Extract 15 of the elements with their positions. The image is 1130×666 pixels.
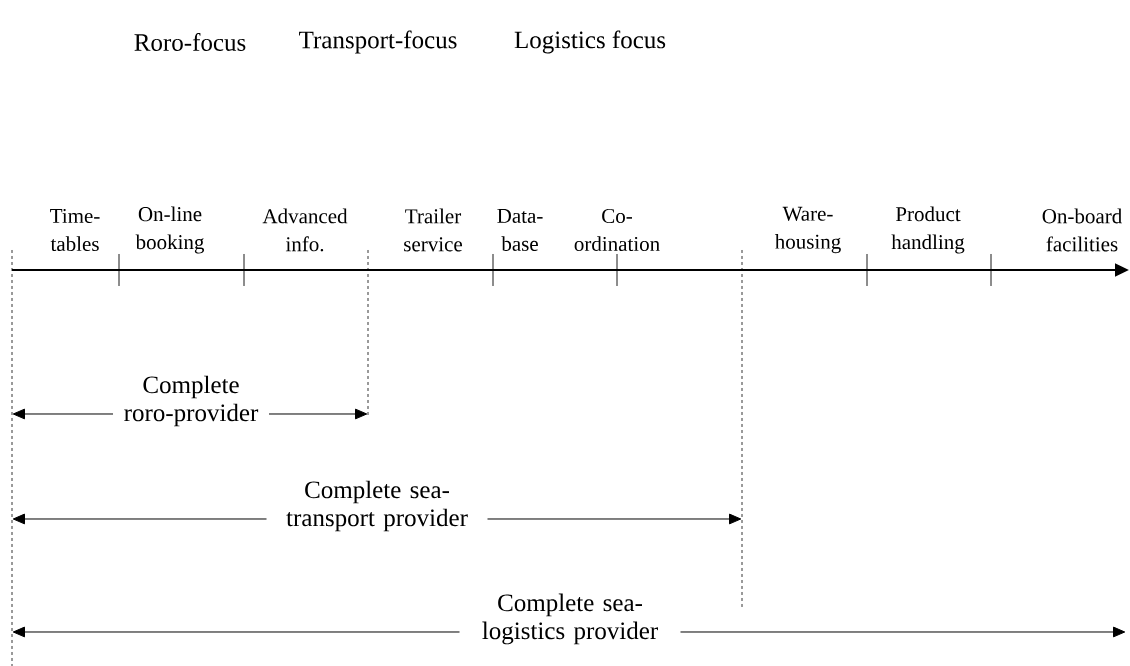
item-label: Co- ordination [574, 208, 660, 252]
item-label: Ware- housing [774, 206, 841, 254]
item-label: Data- base [497, 209, 543, 251]
item-label: On-board facilities [1042, 208, 1122, 252]
item-label: Advanced info. [262, 208, 348, 252]
item-label: Product handling [891, 206, 965, 254]
section-heading: Logistics focus [514, 30, 666, 54]
section-heading: Roro-focus [134, 33, 246, 51]
span-label: Complete sea- transport provider [266, 477, 488, 535]
span-label: Complete roro-provider [113, 372, 269, 430]
item-label: On-line booking [135, 206, 205, 254]
span-label: Complete sea- logistics provider [459, 590, 681, 648]
item-label: Trailer service [404, 208, 462, 252]
section-heading: Transport-focus [299, 30, 457, 54]
item-label: Time- tables [50, 208, 100, 252]
